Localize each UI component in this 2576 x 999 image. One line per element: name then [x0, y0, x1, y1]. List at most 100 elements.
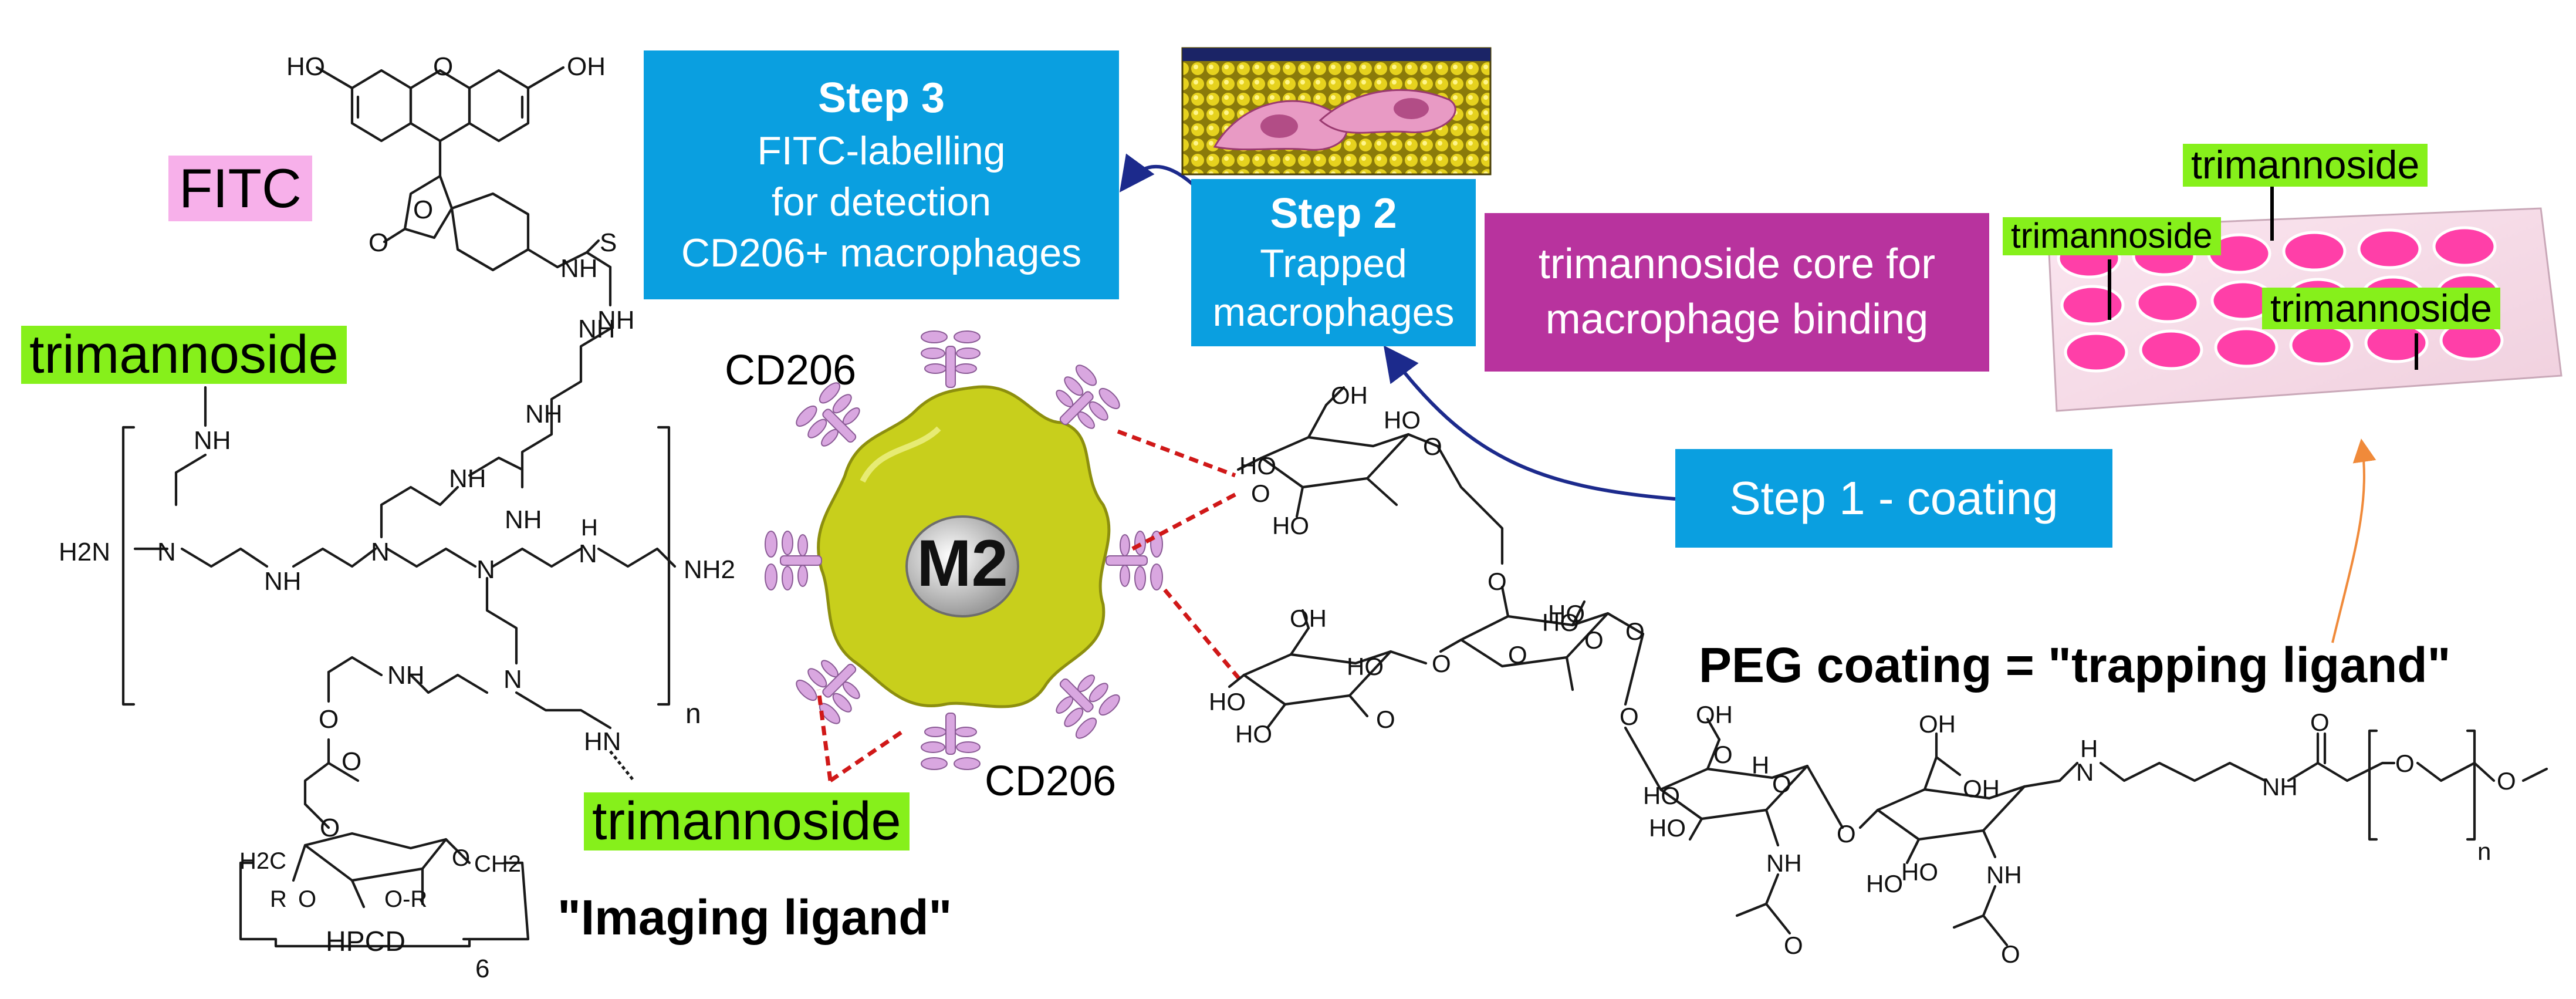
step3-title: Step 3 — [817, 75, 945, 122]
svg-text:NH: NH — [387, 661, 425, 690]
svg-text:O: O — [1251, 480, 1270, 507]
step3-box: Step 3 FITC-labelling for detection CD20… — [644, 50, 1119, 299]
pei-structure — [121, 386, 677, 948]
svg-text:O: O — [2310, 708, 2330, 736]
binding-lines — [816, 429, 1243, 782]
plate-well — [2432, 226, 2497, 267]
svg-text:O: O — [342, 747, 361, 776]
svg-text:HO: HO — [1548, 600, 1585, 627]
trimannoside-tag-top: trimannoside — [21, 325, 347, 384]
svg-text:O: O — [1423, 433, 1442, 460]
svg-text:N: N — [503, 665, 522, 694]
svg-text:NH: NH — [1986, 861, 2022, 889]
plate-well — [2064, 332, 2128, 373]
arrow-peg-to-plate — [2331, 438, 2376, 643]
svg-text:O: O — [298, 886, 316, 912]
svg-text:NH: NH — [578, 315, 616, 343]
svg-text:OH: OH — [1290, 605, 1327, 632]
step2-line1: Trapped — [1260, 241, 1407, 286]
svg-text:n: n — [2477, 838, 2491, 865]
svg-text:O: O — [1432, 650, 1451, 677]
step2-line2: macrophages — [1212, 290, 1455, 335]
svg-text:NH: NH — [2262, 773, 2298, 801]
cd206-label-top: CD206 — [725, 347, 857, 394]
svg-text:H2N: H2N — [59, 538, 110, 566]
step3-line1: FITC-labelling — [757, 128, 1006, 173]
svg-text:O: O — [413, 195, 433, 224]
svg-text:NH: NH — [1766, 849, 1802, 877]
plate-well — [2060, 285, 2125, 326]
core-line2: macrophage binding — [1545, 296, 1929, 343]
svg-text:HO: HO — [1866, 870, 1903, 897]
svg-text:N: N — [371, 538, 390, 566]
plate-trimannoside-right: trimannoside — [2262, 287, 2500, 330]
svg-text:OH: OH — [1919, 710, 1956, 738]
plate-trimannoside-left: trimannoside — [2003, 217, 2221, 255]
svg-text:O: O — [1625, 617, 1645, 645]
svg-text:HO: HO — [1347, 653, 1384, 680]
plate-well — [2289, 325, 2354, 366]
svg-text:H: H — [2080, 735, 2098, 762]
trapping-ligand-label: PEG coating = "trapping ligand" — [1699, 637, 2451, 693]
svg-text:HO: HO — [1272, 512, 1309, 539]
svg-text:HO: HO — [1643, 782, 1680, 809]
svg-text:S: S — [600, 228, 617, 257]
m2-label: M2 — [917, 526, 1008, 600]
svg-text:HO: HO — [1542, 609, 1579, 636]
step1-label: Step 1 - coating — [1729, 472, 2058, 524]
svg-text:O: O — [433, 52, 453, 81]
trapped-macrophages-image — [1181, 47, 1492, 176]
trimannoside-peg-structure — [1228, 386, 2548, 947]
svg-text:O: O — [2395, 750, 2415, 777]
plate-well — [2135, 282, 2200, 323]
svg-text:HN: HN — [584, 727, 621, 756]
svg-text:OH: OH — [1963, 775, 2000, 802]
svg-text:6: 6 — [475, 954, 489, 983]
svg-text:HO: HO — [286, 52, 325, 81]
svg-text:O: O — [320, 814, 340, 842]
svg-text:O: O — [1584, 626, 1604, 654]
plate-well — [2282, 231, 2347, 272]
svg-text:NH: NH — [449, 464, 486, 493]
svg-text:HO: HO — [1649, 814, 1686, 842]
plate-trimannoside-top: trimannoside — [2183, 143, 2428, 187]
fitc-structure — [315, 66, 612, 489]
svg-text:NH: NH — [597, 306, 635, 335]
svg-text:O: O — [1620, 703, 1639, 730]
pei-atoms: NH H2N N NH N NH NH NH N H N NH2 n N HN … — [59, 315, 735, 756]
core-description-box: trimannoside core for macrophage binding — [1485, 213, 1989, 372]
svg-text:N: N — [157, 538, 176, 566]
svg-text:NH: NH — [505, 505, 542, 534]
trimannoside-tag-bottom: trimannoside — [584, 792, 910, 851]
svg-text:O: O — [1508, 641, 1527, 669]
svg-text:O-R: O-R — [384, 886, 427, 912]
svg-text:H: H — [1752, 751, 1769, 779]
svg-text:O: O — [1837, 820, 1856, 848]
svg-text:HO: HO — [1235, 720, 1272, 748]
svg-text:O: O — [2497, 767, 2516, 795]
cd206-label-bottom: CD206 — [985, 758, 1117, 805]
svg-text:HO: HO — [1384, 406, 1421, 434]
plate-well — [2139, 329, 2203, 370]
svg-text:N: N — [579, 539, 597, 568]
step1-box: Step 1 - coating — [1675, 449, 2112, 548]
svg-text:NH: NH — [525, 400, 563, 428]
svg-text:HO: HO — [1209, 688, 1246, 716]
step3-line2: for detection — [771, 179, 992, 224]
fitc-tag: FITC — [168, 156, 312, 221]
svg-text:OH: OH — [1696, 701, 1733, 728]
svg-text:O: O — [1772, 770, 1791, 798]
svg-text:CH2: CH2 — [474, 851, 521, 877]
svg-text:HO: HO — [1239, 452, 1276, 480]
fitc-atoms: HO O OH O O NH S NH — [286, 52, 635, 335]
m2-nucleus — [905, 515, 1019, 617]
svg-text:NH: NH — [264, 567, 302, 596]
svg-text:n: n — [685, 698, 701, 730]
svg-text:OH: OH — [567, 52, 606, 81]
svg-text:HPCD: HPCD — [326, 926, 405, 957]
svg-text:N: N — [2076, 758, 2094, 786]
plate-well — [2357, 228, 2422, 269]
step3-line3: CD206+ macrophages — [681, 230, 1082, 275]
hpcd-atoms: O O O H2C R O O-R O CH2 HPCD 6 — [239, 705, 521, 983]
